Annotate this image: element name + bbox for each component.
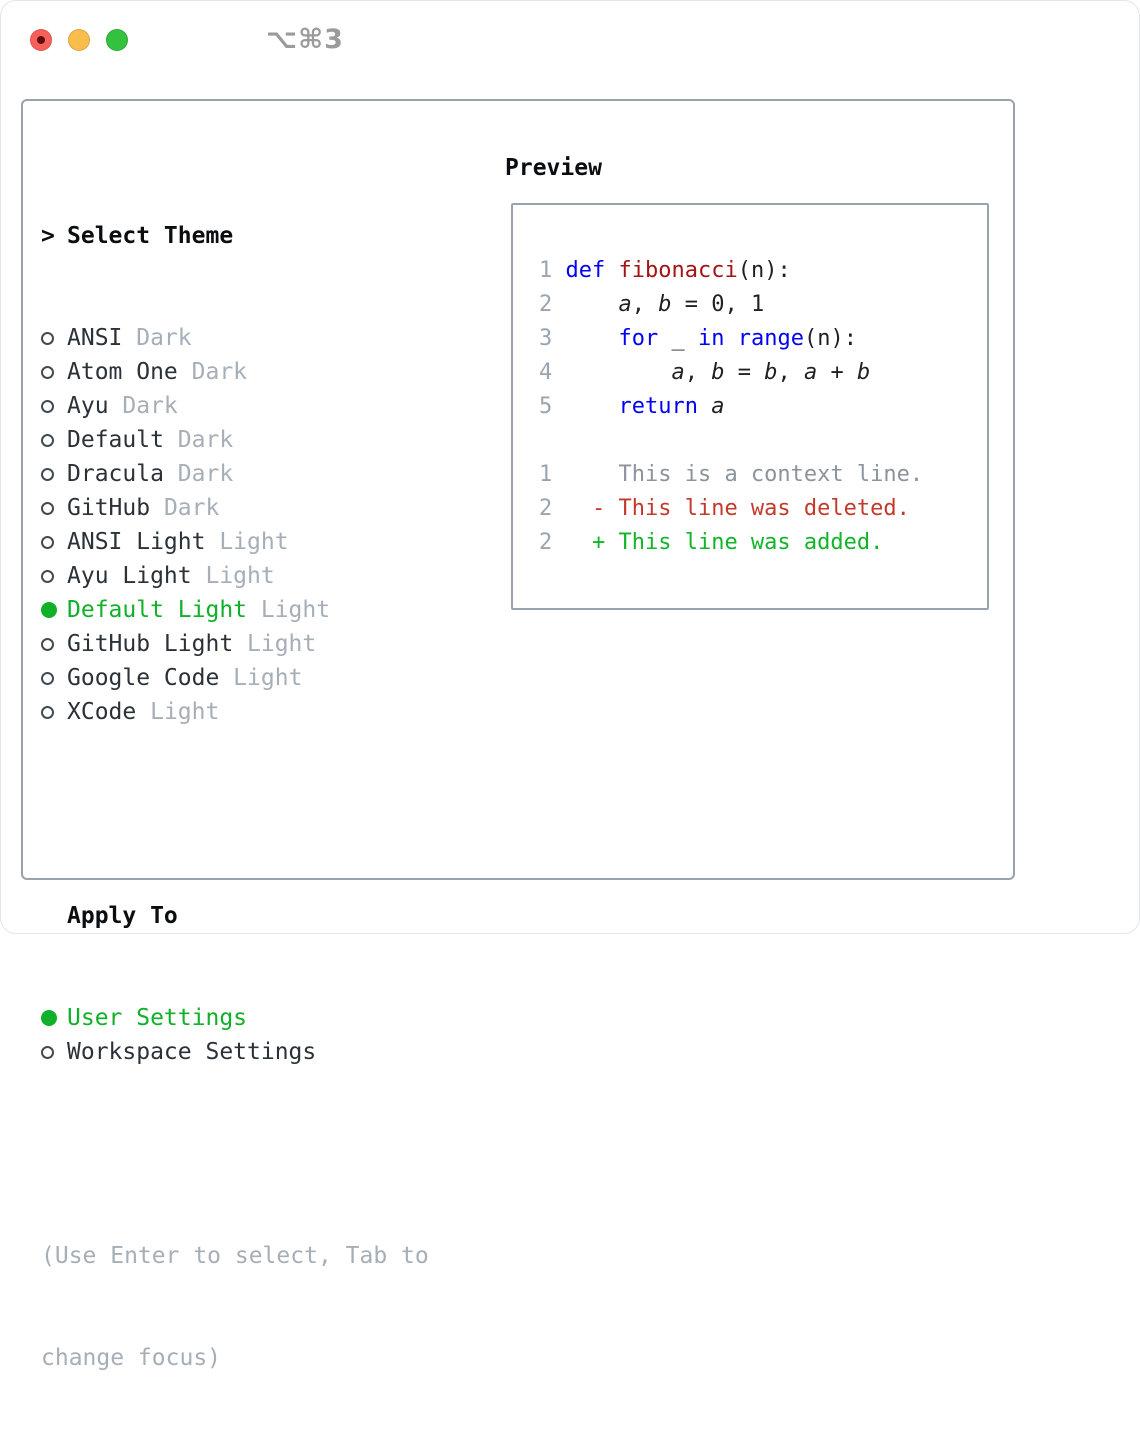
radio-selected-icon (41, 602, 67, 618)
theme-option[interactable]: XCode Light (41, 695, 429, 729)
line-number: 5 (539, 394, 566, 419)
theme-name: Default (67, 427, 164, 453)
theme-name: ANSI Light (67, 529, 206, 555)
apply-to-option[interactable]: Workspace Settings (41, 1035, 429, 1069)
theme-variant: Light (219, 665, 303, 691)
theme-variant: Dark (163, 427, 234, 453)
radio-icon (41, 705, 67, 719)
theme-option[interactable]: Default Light Light (41, 593, 429, 627)
theme-name: GitHub (67, 495, 151, 521)
line-number: 2 (539, 292, 566, 317)
theme-option[interactable]: ANSI Light Light (41, 525, 429, 559)
apply-to-option-label: User Settings (67, 1005, 248, 1031)
theme-option[interactable]: GitHub Light Light (41, 627, 429, 661)
code-line: 1 This is a context line. (539, 462, 924, 487)
radio-icon (41, 1045, 67, 1059)
theme-variant: Light (233, 631, 317, 657)
apply-to-header: Apply To (41, 899, 429, 933)
hint-line-1: (Use Enter to select, Tab to (41, 1243, 429, 1269)
theme-option[interactable]: GitHub Dark (41, 491, 429, 525)
line-number: 2 (539, 530, 566, 555)
radio-icon (41, 331, 67, 345)
hint-line-2: change focus) (41, 1345, 222, 1371)
theme-name: Ayu (67, 393, 109, 419)
preview-title: Preview (505, 155, 602, 181)
theme-variant: Light (191, 563, 275, 589)
radio-icon (41, 501, 67, 515)
theme-name: Ayu Light (67, 563, 192, 589)
zoom-button[interactable] (106, 29, 128, 51)
code-line: 2 + This line was added. (539, 530, 884, 555)
theme-variant: Dark (150, 495, 220, 521)
window-title-shortcut: ⌥⌘3 (266, 24, 344, 55)
theme-option[interactable]: Default Dark (41, 423, 429, 457)
prompt-caret: > (41, 223, 55, 249)
theme-option[interactable]: Google Code Light (41, 661, 429, 695)
theme-name: Default Light (67, 597, 248, 623)
theme-name: GitHub Light (67, 631, 234, 657)
code-line (539, 424, 987, 458)
spacer (41, 1137, 429, 1171)
theme-option[interactable]: Dracula Dark (41, 457, 429, 491)
theme-variant: Light (205, 529, 289, 555)
line-number: 1 (539, 462, 566, 487)
radio-icon (41, 467, 67, 481)
theme-variant: Light (136, 699, 220, 725)
theme-option[interactable]: ANSI Dark (41, 321, 429, 355)
line-number: 1 (539, 258, 566, 283)
radio-icon (41, 671, 67, 685)
spacer (41, 797, 429, 831)
theme-variant: Light (247, 597, 331, 623)
radio-icon (41, 433, 67, 447)
close-button[interactable] (30, 29, 52, 51)
theme-name: Google Code (67, 665, 220, 691)
titlebar: ⌥⌘3 (30, 24, 344, 55)
radio-icon (41, 365, 67, 379)
select-theme-title: Select Theme (67, 223, 234, 249)
preview-code: 1 def fibonacci(n): 2 a, b = 0, 1 3 for _ … (511, 203, 989, 610)
code-line: 4 a, b = b, a + b (539, 360, 871, 385)
theme-name: XCode (67, 699, 137, 725)
radio-selected-icon (41, 1010, 67, 1026)
apply-to-option-label: Workspace Settings (67, 1039, 317, 1065)
apply-to-option[interactable]: User Settings (41, 1001, 429, 1035)
code-line: 1 def fibonacci(n): (539, 258, 791, 283)
code-line: 5 return a (539, 394, 725, 419)
radio-icon (41, 399, 67, 413)
theme-name: ANSI (67, 325, 123, 351)
theme-variant: Dark (163, 461, 234, 487)
theme-variant: Dark (177, 359, 248, 385)
apply-to-title: Apply To (67, 903, 178, 929)
line-number: 3 (539, 326, 566, 351)
select-theme-header: > Select Theme (41, 219, 429, 253)
minimize-button[interactable] (68, 29, 90, 51)
theme-option[interactable]: Ayu Light Light (41, 559, 429, 593)
theme-option[interactable]: Atom One Dark (41, 355, 429, 389)
code-line: 3 for _ in range(n): (539, 326, 857, 351)
theme-name: Dracula (67, 461, 164, 487)
theme-variant: Dark (122, 325, 192, 351)
line-number (539, 428, 566, 453)
theme-variant: Dark (108, 393, 178, 419)
theme-name: Atom One (67, 359, 178, 385)
theme-option[interactable]: Ayu Dark (41, 389, 429, 423)
radio-icon (41, 535, 67, 549)
code-line: 2 - This line was deleted. (539, 496, 910, 521)
radio-icon (41, 637, 67, 651)
line-number: 4 (539, 360, 566, 385)
line-number: 2 (539, 496, 566, 521)
radio-icon (41, 569, 67, 583)
code-line: 2 a, b = 0, 1 (539, 292, 765, 317)
